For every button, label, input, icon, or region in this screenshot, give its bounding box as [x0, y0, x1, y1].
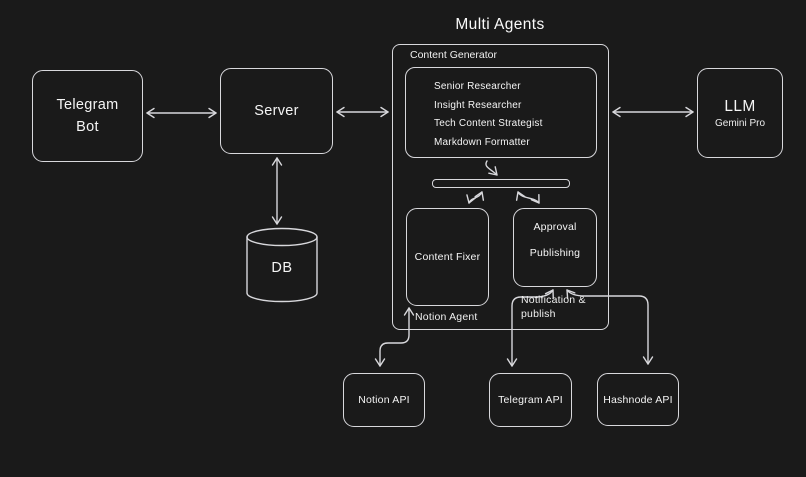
content-generator-label: Content Generator — [410, 49, 497, 61]
hashnode-api-label: Hashnode API — [603, 393, 673, 406]
agent-insight-researcher: Insight Researcher — [434, 99, 522, 111]
diagram-title: Multi Agents — [455, 16, 545, 33]
notion-api-label: Notion API — [358, 394, 410, 406]
node-content-fixer: Content Fixer — [406, 208, 489, 306]
notification-label-line2: publish — [521, 308, 556, 320]
db-label: DB — [271, 260, 293, 276]
task-queue-bar — [432, 179, 570, 188]
node-server: Server — [220, 68, 333, 154]
notification-publish-label: Notification & publish — [521, 293, 586, 321]
telegram-api-label: Telegram API — [498, 394, 563, 406]
agent-senior-researcher: Senior Researcher — [434, 81, 521, 93]
content-fixer-label: Content Fixer — [414, 251, 481, 263]
approval-label: Approval — [533, 221, 577, 233]
server-label: Server — [254, 102, 299, 119]
llm-label: LLM — [724, 97, 756, 115]
node-researcher-agents: Senior Researcher Insight Researcher Tec… — [405, 67, 597, 158]
node-notion-api: Notion API — [343, 373, 425, 427]
node-telegram-bot: Telegram Bot — [32, 70, 143, 162]
node-llm-gemini-pro: LLM Gemini Pro — [697, 68, 783, 158]
node-hashnode-api: Hashnode API — [597, 373, 679, 426]
llm-subtitle: Gemini Pro — [714, 117, 765, 129]
notification-label-line1: Notification & — [521, 294, 586, 306]
telegram-bot-label: Telegram Bot — [56, 96, 119, 135]
notion-agent-label: Notion Agent — [415, 311, 478, 323]
agent-tech-content-strategist: Tech Content Strategist — [434, 118, 543, 130]
publishing-label: Publishing — [529, 247, 581, 259]
node-approval-publishing: Approval Publishing — [513, 208, 597, 287]
node-content-generator — [392, 44, 609, 330]
node-telegram-api: Telegram API — [489, 373, 572, 427]
agent-markdown-formatter: Markdown Formatter — [434, 136, 530, 148]
